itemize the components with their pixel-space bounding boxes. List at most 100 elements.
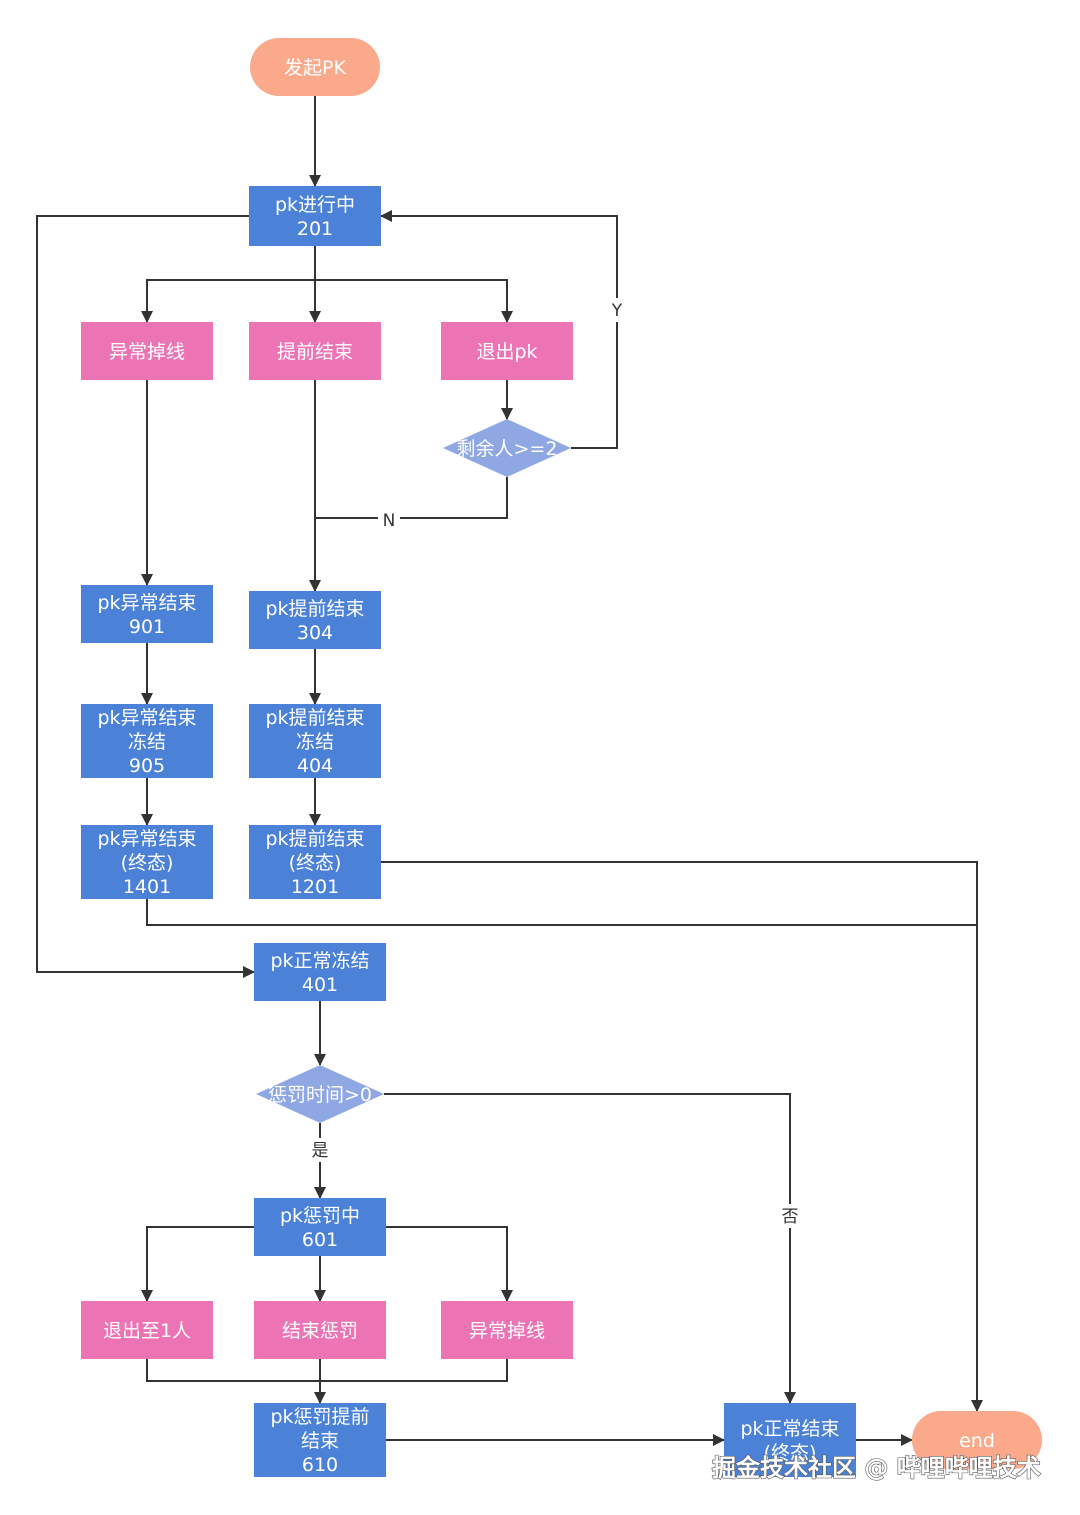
- node-label-line: pk提前结束: [265, 598, 364, 620]
- state-box: [254, 943, 386, 1001]
- node-label-line: pk惩罚提前: [270, 1406, 369, 1428]
- node-label-line: 惩罚时间>0: [268, 1084, 372, 1106]
- node-e_quit1[interactable]: 退出至1人: [81, 1301, 213, 1359]
- node-e_drop2[interactable]: 异常掉线: [441, 1301, 573, 1359]
- node-end[interactable]: end: [912, 1411, 1042, 1469]
- edge-labels-layer: Y N 是否: [309, 298, 801, 1228]
- node-label-line: (终态): [121, 852, 174, 874]
- event-box: [249, 322, 381, 380]
- node-label-line: 冻结: [296, 731, 334, 753]
- node-label-line: 冻结: [128, 731, 166, 753]
- state-box: [249, 591, 381, 649]
- node-label-line: pk进行中: [275, 194, 355, 216]
- node-label-line: 404: [297, 755, 333, 777]
- node-label-line: 发起PK: [284, 57, 346, 79]
- state-box: [254, 1198, 386, 1256]
- edges-layer: [36, 96, 983, 1446]
- state-box: [249, 704, 381, 778]
- edge-label-text: N: [383, 511, 396, 531]
- decision-diamond: [256, 1065, 384, 1123]
- event-box: [81, 322, 213, 380]
- node-label-line: 结束惩罚: [282, 1320, 358, 1342]
- node-label-line: 1401: [123, 876, 171, 898]
- node-e_quit[interactable]: 退出pk: [441, 322, 573, 380]
- state-box: [254, 1403, 386, 1477]
- edge-201-to-quit: [315, 279, 513, 323]
- edge-label-backing: [606, 298, 628, 322]
- event-box: [254, 1301, 386, 1359]
- node-label-line: pk提前结束: [265, 707, 364, 729]
- node-label-line: pk异常结束: [97, 592, 196, 614]
- edge-remain-no: [315, 477, 508, 519]
- edge-1401-to-end: [146, 899, 977, 926]
- event-box: [441, 322, 573, 380]
- state-box: [249, 825, 381, 899]
- edge-label-no_penalty: 否: [779, 1204, 801, 1228]
- node-label-line: 304: [297, 622, 333, 644]
- event-box: [441, 1301, 573, 1359]
- node-start[interactable]: 发起PK: [250, 38, 380, 96]
- node-label-line: 601: [302, 1229, 338, 1251]
- state-box: [81, 704, 213, 778]
- edge-label-backing: [309, 1138, 331, 1162]
- state-box: [81, 825, 213, 899]
- state-box: [81, 585, 213, 643]
- edge-label-yes_penalty: 是: [309, 1138, 331, 1162]
- node-e_early[interactable]: 提前结束: [249, 322, 381, 380]
- node-n1401[interactable]: pk异常结束(终态)1401: [81, 825, 213, 899]
- edge-601-trunk: [141, 1226, 254, 1302]
- node-label-line: 结束: [301, 1430, 339, 1452]
- edge-label-text: 否: [782, 1207, 799, 1227]
- state-box: [724, 1403, 856, 1477]
- edge-1201-to-end: [381, 861, 983, 1412]
- edge-601-to-drop2: [386, 1226, 513, 1302]
- node-d_penalty[interactable]: 惩罚时间>0: [256, 1065, 384, 1123]
- node-label-line: 异常掉线: [469, 1320, 545, 1342]
- terminal-shape: [912, 1411, 1042, 1469]
- edge-penalty-no: [384, 1093, 796, 1404]
- node-label-line: (终态): [764, 1442, 817, 1464]
- edge-label-text: Y: [611, 301, 623, 321]
- node-label-line: pk正常冻结: [270, 950, 369, 972]
- edge-quit1-merge: [146, 1359, 508, 1382]
- node-e_endpen[interactable]: 结束惩罚: [254, 1301, 386, 1359]
- node-label-line: 610: [302, 1454, 338, 1476]
- node-nfinal[interactable]: pk正常结束(终态): [724, 1403, 856, 1477]
- edge-label-yes_remain: Y: [606, 298, 628, 322]
- node-label-line: (终态): [289, 852, 342, 874]
- node-label-line: pk正常结束: [740, 1418, 839, 1440]
- node-label-line: 905: [129, 755, 165, 777]
- node-e_drop1[interactable]: 异常掉线: [81, 322, 213, 380]
- node-label-line: 剩余人>=2: [457, 438, 558, 460]
- node-d_remain[interactable]: 剩余人>=2: [443, 419, 571, 477]
- node-label-line: pk提前结束: [265, 828, 364, 850]
- event-box: [81, 1301, 213, 1359]
- edge-label-text: 是: [312, 1141, 329, 1161]
- nodes-layer: 发起PKpk进行中201异常掉线提前结束退出pk剩余人>=2pk异常结束901p…: [81, 38, 1042, 1477]
- node-label-line: 1201: [291, 876, 339, 898]
- edge-remain-yes: [380, 210, 618, 449]
- state-box: [249, 186, 381, 246]
- node-label-line: pk惩罚中: [280, 1205, 360, 1227]
- node-label-line: 901: [129, 616, 165, 638]
- node-label-line: 异常掉线: [109, 341, 185, 363]
- edge-label-no_remain: N: [378, 508, 400, 532]
- node-label-line: 401: [302, 974, 338, 996]
- node-label-line: 退出至1人: [103, 1320, 191, 1342]
- edge-label-backing: [779, 1204, 801, 1228]
- decision-diamond: [443, 419, 571, 477]
- node-label-line: 201: [297, 218, 333, 240]
- node-label-line: pk异常结束: [97, 707, 196, 729]
- terminal-shape: [250, 38, 380, 96]
- node-label-line: 提前结束: [277, 341, 353, 363]
- node-n1201[interactable]: pk提前结束(终态)1201: [249, 825, 381, 899]
